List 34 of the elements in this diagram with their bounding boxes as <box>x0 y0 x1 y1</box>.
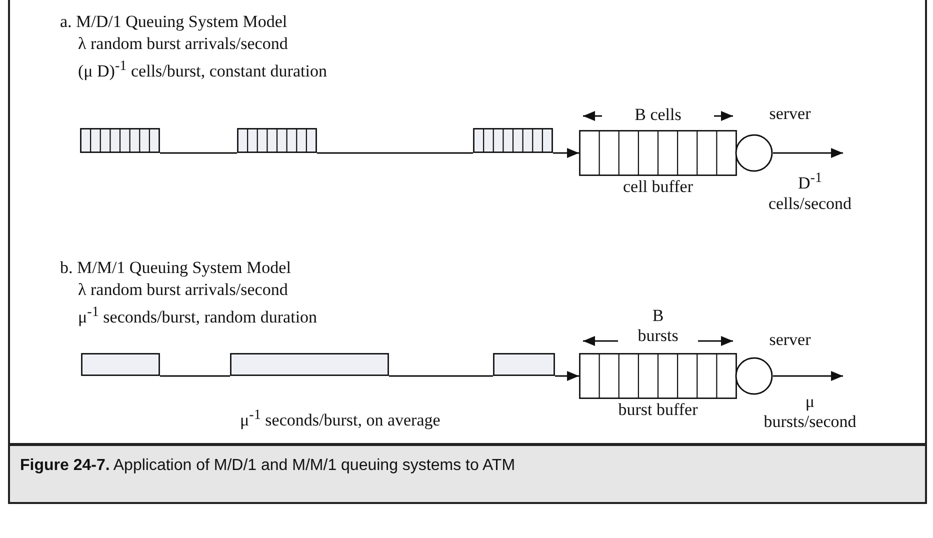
note-text: λ random burst arrivals/second <box>78 34 288 54</box>
buffer-queue <box>579 353 737 399</box>
dimension-label: B cells <box>634 105 682 125</box>
cell-burst <box>237 128 317 153</box>
note-text: (μ D)$^{-1}$ cells/burst, constant duration <box>78 57 327 82</box>
edge-label: μ bursts/second <box>764 392 856 432</box>
buffer-label: burst buffer <box>618 400 698 420</box>
line <box>160 375 230 377</box>
arrow <box>555 371 579 381</box>
line <box>160 152 237 154</box>
server-circle <box>735 357 773 395</box>
buffer-queue <box>579 130 737 176</box>
cell-burst <box>473 128 553 153</box>
arrow <box>773 371 843 381</box>
note-text: μ$^{-1}$ seconds/burst, on average <box>240 406 440 431</box>
line <box>389 375 493 377</box>
buffer-label: cell buffer <box>623 177 693 197</box>
server-label: server <box>769 104 811 124</box>
section-heading: a. M/D/1 Queuing System Model <box>60 12 288 32</box>
line <box>317 152 473 154</box>
burst-block <box>230 353 389 376</box>
note-text: λ random burst arrivals/second <box>78 280 288 300</box>
section-heading: b. M/M/1 Queuing System Model <box>60 258 291 278</box>
server-label: server <box>769 330 811 350</box>
edge-label: D$^{-1}$ cells/second <box>768 169 852 214</box>
note-text: μ$^{-1}$ seconds/burst, random duration <box>78 303 318 328</box>
cell-burst <box>80 128 160 153</box>
figure-caption: Figure 24-7. Application of M/D/1 and M/M/1 queuing systems to ATM <box>20 456 516 476</box>
arrow <box>553 148 579 158</box>
server-circle <box>735 134 773 172</box>
burst-block <box>493 353 555 376</box>
arrow <box>773 148 843 158</box>
dimension-label: B bursts <box>638 306 678 346</box>
burst-block <box>81 353 160 376</box>
